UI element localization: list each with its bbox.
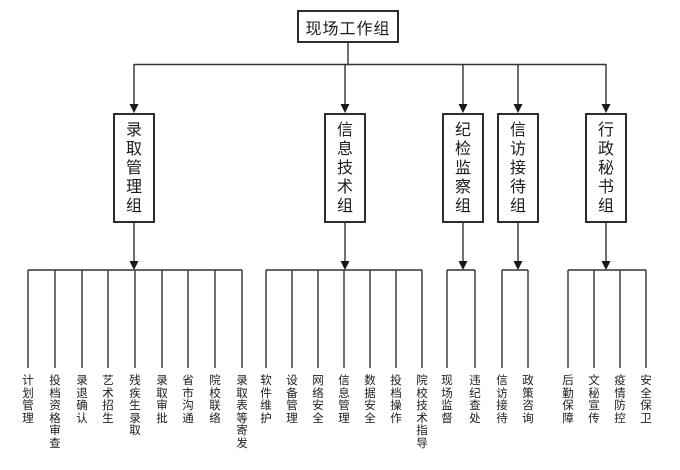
group-node-label: 信访接待组: [509, 121, 526, 215]
leaf-node: 院校技术指导: [416, 375, 428, 450]
leaf-node: 录退确认: [76, 375, 88, 425]
leaf-node: 信息管理: [338, 375, 350, 425]
leaf-node: 安全保卫: [640, 375, 652, 425]
group-node-label: 纪检监察组: [454, 121, 471, 215]
group-node-information-technology: 信息技术组: [324, 113, 366, 223]
leaf-node: 后勤保障: [562, 375, 574, 425]
leaf-node: 设备管理: [286, 375, 298, 425]
leaf-node: 政策咨询: [522, 375, 534, 425]
group-node-label: 信息技术组: [336, 121, 353, 215]
leaf-node: 信访接待: [496, 375, 508, 425]
group-node-label: 录取管理组: [125, 121, 142, 215]
leaf-node: 软件维护: [260, 375, 272, 425]
leaf-node: 院校联络: [209, 375, 221, 425]
leaf-node: 省市沟通: [182, 375, 194, 425]
group-node-petition-reception: 信访接待组: [497, 113, 539, 223]
leaf-node: 录取审批: [156, 375, 168, 425]
leaf-node: 艺术招生: [102, 375, 114, 425]
leaf-node: 投档资格审查: [49, 375, 61, 450]
leaf-node: 疫情防控: [614, 375, 626, 425]
leaf-node: 网络安全: [312, 375, 324, 425]
leaf-node: 文秘宣传: [588, 375, 600, 425]
leaf-node: 残疾生录取: [129, 375, 141, 437]
leaf-node: 现场监督: [441, 375, 453, 425]
root-node-label: 现场工作组: [305, 20, 391, 38]
leaf-node: 违纪查处: [469, 375, 481, 425]
leaf-node: 投档操作: [390, 375, 402, 425]
leaf-node: 录取表等寄发: [236, 375, 248, 450]
leaf-node: 计划管理: [22, 375, 34, 425]
group-node-discipline-inspection: 纪检监察组: [442, 113, 484, 223]
root-node: 现场工作组: [297, 10, 399, 43]
group-node-admin-secretary: 行政秘书组: [585, 113, 627, 223]
group-node-label: 行政秘书组: [597, 121, 614, 215]
group-node-admission-management: 录取管理组: [113, 113, 155, 223]
leaf-node: 数据安全: [364, 375, 376, 425]
